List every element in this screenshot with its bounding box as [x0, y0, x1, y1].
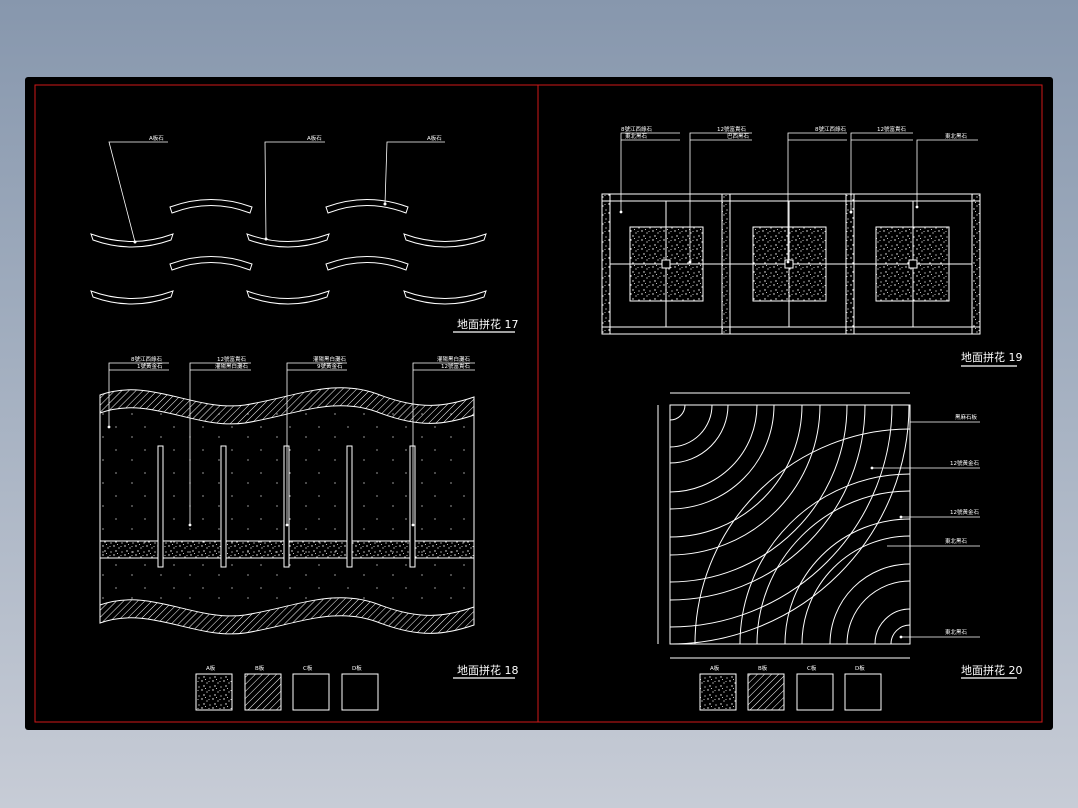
- legend-swatch-c: [292, 673, 330, 711]
- callout-19-c1: 東北黑石: [625, 132, 648, 140]
- panel-19-title: 地面拼花 19: [961, 350, 1023, 364]
- legend-20: [699, 673, 882, 711]
- callout-20-4: 東北黑石: [945, 537, 968, 545]
- legend-20-swatch-b: [747, 673, 785, 711]
- callout-18-b2: 灌陽黑白灘石: [215, 362, 249, 370]
- leader-lines-18: [108, 362, 475, 525]
- callout-17-1: A板石: [149, 134, 164, 142]
- callout-18-b3: 9號黃金石: [317, 362, 343, 370]
- callout-20-1: 黑麻石板: [955, 413, 978, 421]
- callout-18-t2: 12號富貴石: [217, 355, 246, 363]
- cad-drawing: A板石 A板石 A板石 地面拼花 17: [34, 84, 1043, 723]
- border-strip-left: [601, 193, 611, 335]
- panel-19: [601, 132, 1017, 367]
- legend-20-label-b: B板: [758, 664, 768, 672]
- callout-19-c3: 東北黑石: [945, 132, 968, 140]
- callout-20-3: 12號黃金石: [950, 508, 979, 516]
- legend-18-label-a: A板: [206, 664, 216, 672]
- wave-tiles: [90, 199, 487, 305]
- callout-19-a1: 8號江西綠石: [621, 125, 652, 133]
- panel-20-title: 地面拼花 20: [961, 663, 1023, 677]
- drawing-sheet: A板石 A板石 A板石 地面拼花 17: [25, 77, 1053, 730]
- leader-lines-19: [620, 132, 978, 262]
- panel-18-title: 地面拼花 18: [457, 663, 519, 677]
- panel-18: [99, 362, 515, 711]
- border-strip-right: [971, 193, 981, 335]
- legend-20-label-a: A板: [710, 664, 720, 672]
- callout-17-3: A板石: [427, 134, 442, 142]
- legend-20-swatch-c: [796, 673, 834, 711]
- arc-pattern: [670, 405, 910, 644]
- callout-19-c2: 巴西黑石: [727, 133, 750, 140]
- callout-18-t3: 灌陽黑白灘石: [313, 355, 347, 363]
- legend-swatch-d: [341, 673, 379, 711]
- callout-18-t4: 灌陽黑白灘石: [437, 355, 471, 363]
- legend-18-label-c: C板: [303, 664, 313, 672]
- callout-19-a2: 8號江西綠石: [815, 125, 846, 133]
- legend-20-swatch-a: [699, 673, 737, 711]
- panel-17: [90, 141, 515, 333]
- legend-18-label-d: D板: [352, 664, 362, 672]
- leader-lines-17: [108, 141, 445, 243]
- legend-20-swatch-d: [844, 673, 882, 711]
- panel-17-title: 地面拼花 17: [457, 317, 519, 331]
- vertical-bars: [157, 445, 416, 568]
- leader-lines-20: [872, 421, 980, 638]
- callout-19-b1: 12號富貴石: [717, 125, 746, 133]
- legend-swatch-b: [244, 673, 282, 711]
- callout-18-t1: 8號江西綠石: [131, 355, 162, 363]
- legend-18: [195, 673, 379, 711]
- callout-17-2: A板石: [307, 134, 322, 142]
- legend-20-label-c: C板: [807, 664, 817, 672]
- callout-20-5: 東北黑石: [945, 628, 968, 636]
- legend-18-label-b: B板: [255, 664, 265, 672]
- callout-20-2: 12號黃金石: [950, 459, 979, 467]
- legend-swatch-a: [195, 673, 233, 711]
- panel-20: [657, 392, 1017, 711]
- callout-19-b2: 12號富貴石: [877, 125, 906, 133]
- callout-18-b4: 12號富貴石: [441, 362, 470, 370]
- callout-18-b1: 1號黃金石: [137, 362, 163, 370]
- legend-20-label-d: D板: [855, 664, 865, 672]
- stone-squares: [629, 226, 950, 302]
